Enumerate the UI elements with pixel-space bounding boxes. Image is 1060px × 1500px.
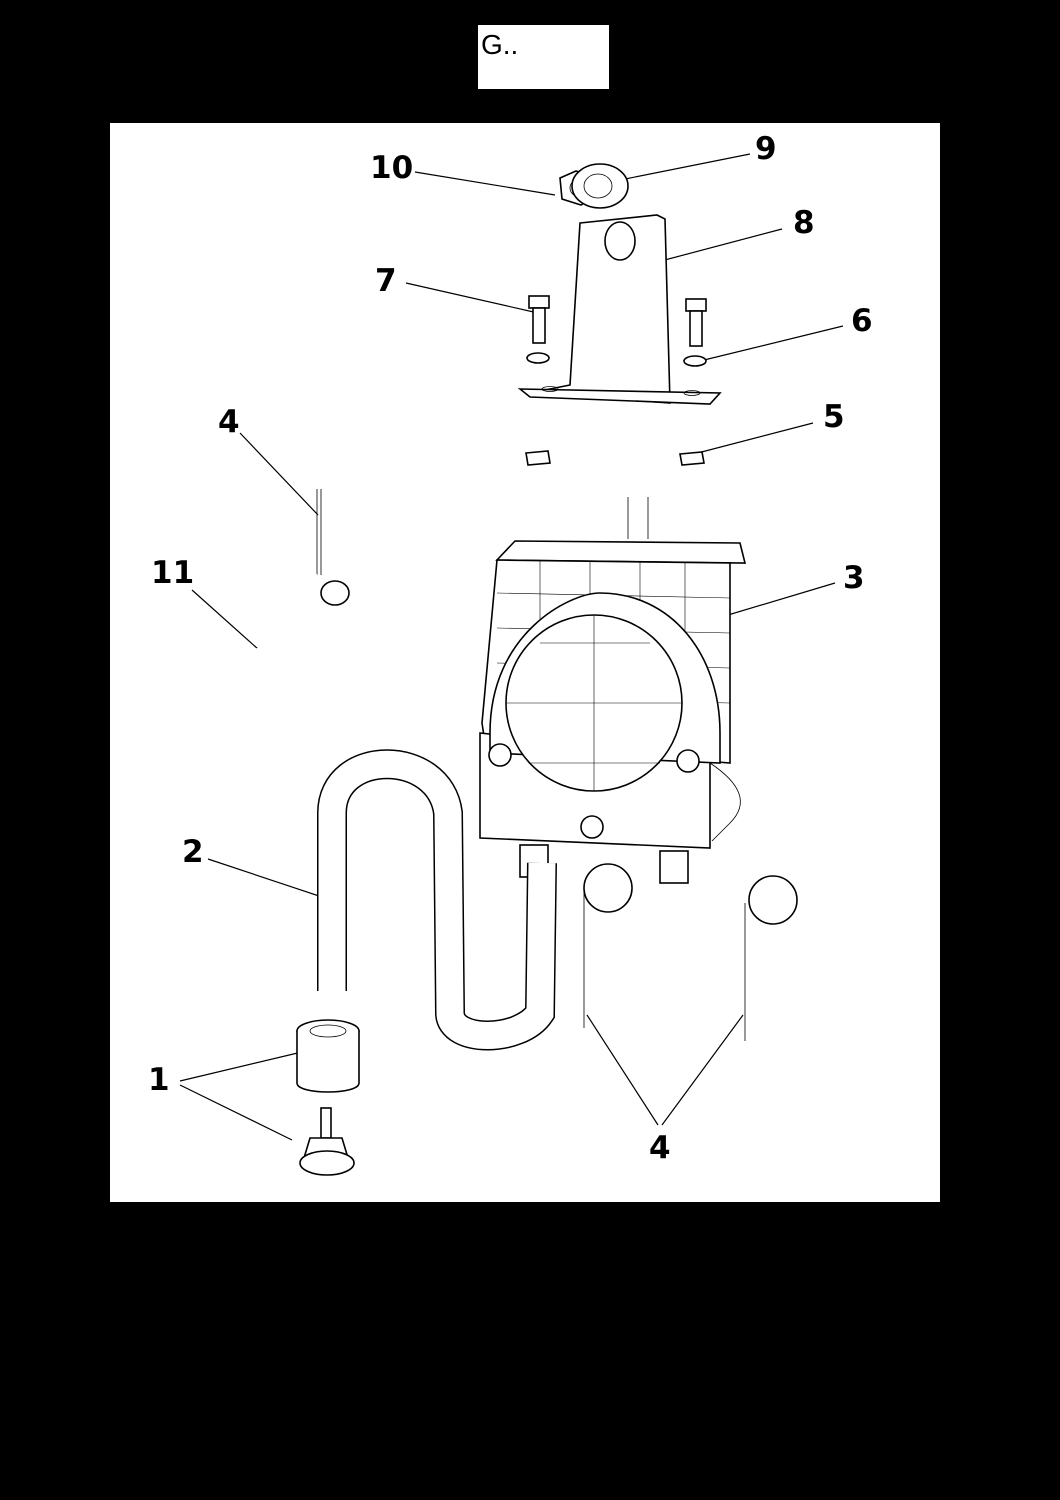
part-3-pump — [479, 497, 747, 884]
callout-5: 5 — [823, 399, 845, 435]
part-11-coiled-tube — [192, 573, 493, 725]
callout-6: 6 — [851, 303, 873, 339]
callout-4-top: 4 — [218, 404, 240, 440]
part-4-spring-clips — [583, 863, 798, 1041]
callout-2: 2 — [182, 834, 204, 870]
exploded-parts-diagram: 10 9 8 7 6 5 4 11 3 2 1 4 — [148, 131, 873, 1176]
part-1-roller-and-shaft — [296, 1019, 360, 1176]
header-box: G.. — [478, 25, 609, 89]
part-8-bracket — [517, 214, 722, 405]
callout-9: 9 — [755, 131, 777, 167]
part-6-washers — [526, 352, 707, 367]
callout-3: 3 — [843, 560, 865, 596]
part-5-nuts — [525, 450, 705, 466]
part-9-washer — [571, 163, 629, 209]
callout-8: 8 — [793, 205, 815, 241]
callout-4-bottom: 4 — [649, 1130, 671, 1166]
part-4-pin-top — [316, 489, 322, 575]
part-2-u-tube — [317, 749, 557, 1051]
callout-10: 10 — [370, 150, 413, 186]
leader-lines — [179, 153, 844, 1141]
callout-1: 1 — [148, 1062, 170, 1098]
callout-11: 11 — [151, 555, 194, 591]
part-7-bolts — [528, 295, 707, 347]
diagram-panel: 10 9 8 7 6 5 4 11 3 2 1 4 — [110, 123, 940, 1202]
header-label: G.. — [481, 29, 519, 60]
callout-7: 7 — [375, 263, 397, 299]
